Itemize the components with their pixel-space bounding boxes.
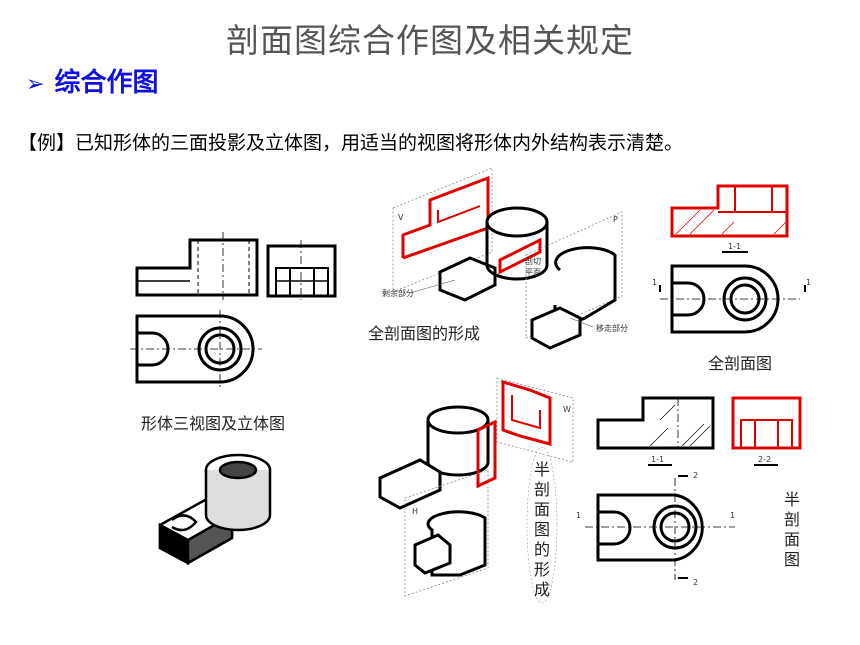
label-h-left: H <box>412 507 418 516</box>
full-section-front <box>670 184 789 238</box>
mark-2-bottom: 2 <box>693 578 698 587</box>
cutting-plane-v <box>392 167 493 293</box>
half-section-front <box>596 396 715 450</box>
mark-1-left-bottom: 1 <box>576 511 581 520</box>
half-section-top <box>585 475 735 580</box>
half-section-side <box>731 396 802 450</box>
front-view <box>135 232 259 300</box>
hatch-half <box>649 404 711 447</box>
cut-solid-remaining <box>438 206 549 302</box>
label-removed: 移走部分 <box>596 323 628 333</box>
page-title: 剖面图综合作图及相关规定 <box>226 21 634 60</box>
section-heading: ➢ 综合作图 <box>26 62 158 99</box>
side-view <box>266 240 337 300</box>
label-w: W <box>563 405 571 414</box>
cutting-plane-w <box>496 377 574 463</box>
mark-2-top: 2 <box>693 471 698 480</box>
mark-1-left-top: 1 <box>652 278 657 287</box>
caption-half-formation: 半剖面图的形成 <box>533 460 550 599</box>
example-text: 【例】已知形体的三面投影及立体图，用适当的视图将形体内外结构表示清楚。 <box>18 132 684 154</box>
section-red-profile-top <box>401 175 490 260</box>
top-view <box>130 310 262 388</box>
cutting-plane-h <box>404 469 489 597</box>
half-cut-lower <box>413 510 487 577</box>
cutting-plane-p <box>525 211 623 339</box>
cut-solid-removed <box>530 246 617 350</box>
caption-full-section: 全剖面图 <box>708 354 773 373</box>
annotation-leaders <box>409 279 594 328</box>
bullet-arrow-icon: ➢ <box>26 72 45 97</box>
full-section-top <box>659 264 806 334</box>
label-v: V <box>398 213 404 222</box>
half-cut-solid <box>378 405 497 510</box>
half-formation-callout <box>526 446 558 604</box>
hatch-full <box>675 209 787 235</box>
mark-1-right-top: 1 <box>806 278 811 287</box>
section-heading-label: 综合作图 <box>54 68 159 98</box>
isometric-solid <box>158 453 272 566</box>
caption-half-section: 半剖面图 <box>783 490 800 569</box>
label-22: 2-2 <box>758 455 771 464</box>
label-remaining: 剩余部分 <box>382 288 414 298</box>
section-red-profile-bottom <box>501 379 552 446</box>
label-11-bottom: 1-1 <box>651 455 664 464</box>
mark-1-right-bottom: 1 <box>730 511 735 520</box>
label-cut-plane: 剖切平面 <box>525 257 541 277</box>
label-p: P <box>613 215 618 224</box>
caption-three-views: 形体三视图及立体图 <box>141 414 286 433</box>
label-11-top: 1-1 <box>728 242 741 251</box>
caption-full-formation: 全剖面图的形成 <box>368 324 481 343</box>
